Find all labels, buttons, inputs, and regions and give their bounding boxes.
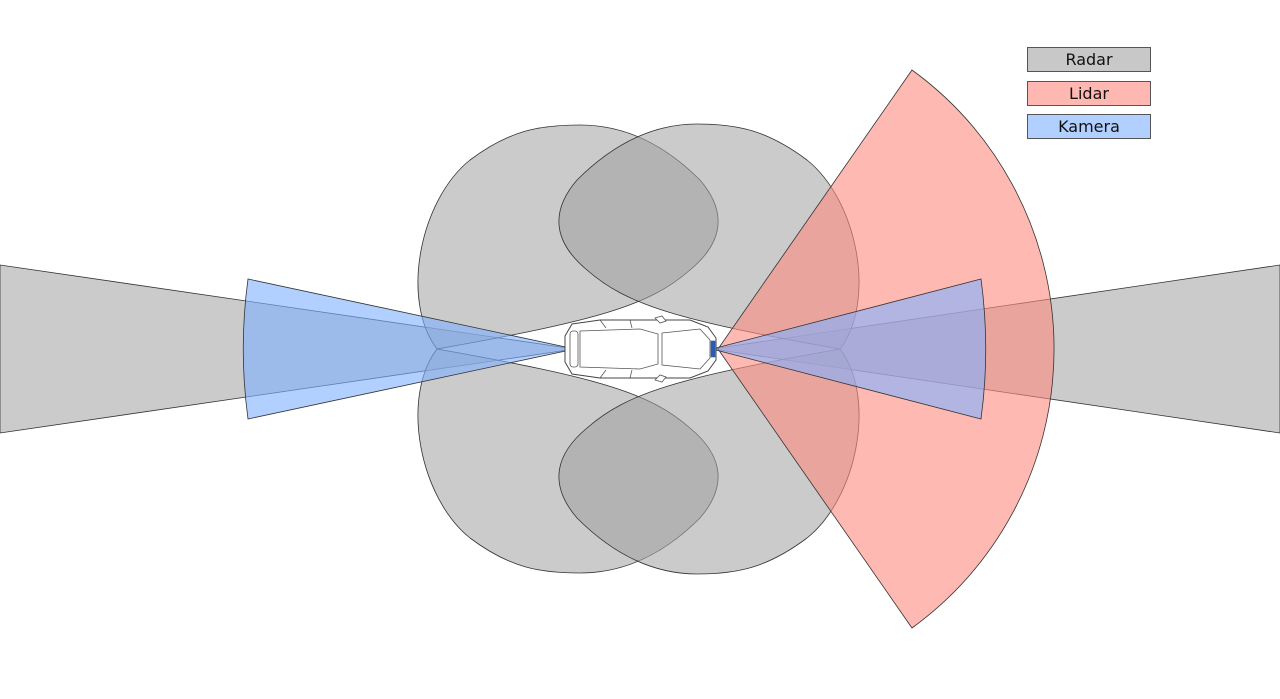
legend-item-radar: Radar [1027, 47, 1151, 72]
radar-short-range-zones [417, 123, 860, 575]
legend-label-radar: Radar [1065, 50, 1113, 69]
legend-item-lidar: Lidar [1027, 81, 1151, 106]
legend-item-camera: Kamera [1027, 114, 1151, 139]
car-top-view-icon [564, 315, 717, 383]
camera-cone-front [710, 278, 987, 420]
legend-label-camera: Kamera [1058, 117, 1120, 136]
legend-label-lidar: Lidar [1069, 84, 1109, 103]
camera-cone-rear [242, 278, 576, 420]
